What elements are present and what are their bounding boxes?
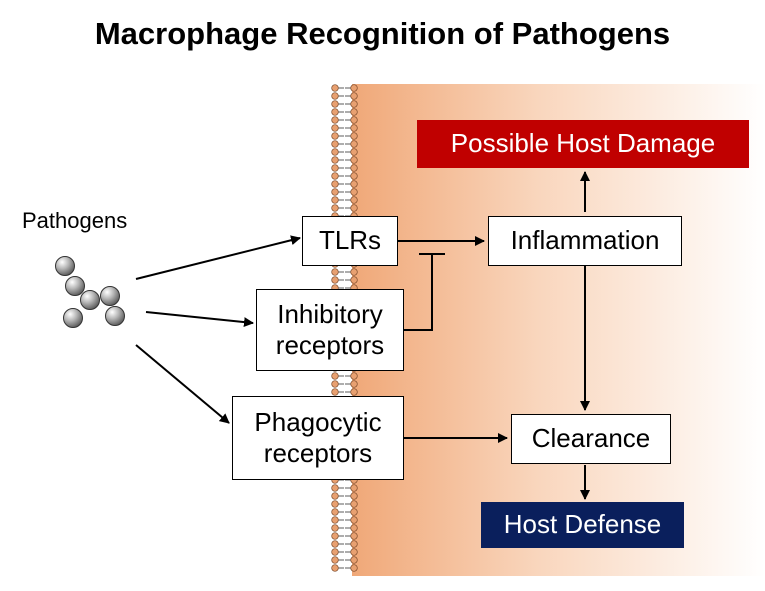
lipid-head — [331, 500, 339, 508]
lipid-head — [331, 268, 339, 276]
inhibition-connector — [404, 254, 433, 331]
arrow-pathogens-to-tlrs — [135, 235, 301, 280]
lipid-head — [350, 500, 358, 508]
lipid-head — [350, 180, 358, 188]
lipid-head — [350, 196, 358, 204]
pathogen — [63, 308, 83, 328]
pathogen-cluster — [55, 256, 125, 328]
lipid-head — [350, 108, 358, 116]
lipid-head — [331, 92, 339, 100]
pathogen — [80, 290, 100, 310]
arrow-pathogens-to-phagocytic — [135, 344, 230, 424]
pathogen — [100, 286, 120, 306]
pathogen — [65, 276, 85, 296]
lipid-head — [331, 532, 339, 540]
lipid-head — [350, 204, 358, 212]
lipid-head — [331, 540, 339, 548]
lipid-head — [350, 116, 358, 124]
lipid-head — [350, 380, 358, 388]
lipid-head — [350, 156, 358, 164]
lipid-head — [350, 92, 358, 100]
inflammation-label: Inflammation — [510, 225, 660, 256]
lipid-head — [350, 540, 358, 548]
diagram-title: Macrophage Recognition of Pathogens — [94, 16, 671, 51]
lipid-head — [331, 556, 339, 564]
pathogens-label: Pathogens — [22, 208, 128, 233]
phagocytic-label-line1: Phagocytic — [254, 406, 382, 437]
lipid-head — [350, 140, 358, 148]
lipid-head — [331, 524, 339, 532]
pathogen — [55, 256, 75, 276]
lipid-head — [331, 508, 339, 516]
possible-host-damage-box: Possible Host Damage — [417, 120, 749, 168]
lipid-head — [331, 108, 339, 116]
tlrs-label: TLRs — [318, 225, 382, 256]
lipid-head — [350, 532, 358, 540]
phagocytic-label-line2: receptors — [263, 438, 373, 468]
lipid-head — [331, 204, 339, 212]
lipid-head — [331, 84, 339, 92]
lipid-head — [331, 276, 339, 284]
lipid-head — [350, 548, 358, 556]
lipid-head — [350, 132, 358, 140]
lipid-head — [350, 556, 358, 564]
lipid-head — [350, 492, 358, 500]
lipid-head — [350, 524, 358, 532]
inhibitory-label-line1: Inhibitory — [277, 298, 383, 329]
arrow-pathogens-to-inhibitory — [145, 311, 254, 328]
possible-host-damage-label: Possible Host Damage — [450, 128, 716, 159]
lipid-head — [331, 548, 339, 556]
inhibitory-label-line2: receptors — [275, 330, 385, 360]
lipid-head — [350, 124, 358, 132]
lipid-head — [331, 388, 339, 396]
clearance-label: Clearance — [531, 423, 651, 454]
lipid-head — [331, 484, 339, 492]
clearance-box: Clearance — [511, 414, 671, 464]
lipid-head — [331, 132, 339, 140]
lipid-head — [331, 180, 339, 188]
lipid-head — [331, 156, 339, 164]
lipid-head — [331, 492, 339, 500]
lipid-head — [350, 564, 358, 572]
lipid-head — [350, 164, 358, 172]
inhibitory-receptors-box: Inhibitory receptors — [256, 289, 404, 371]
lipid-head — [331, 196, 339, 204]
lipid-head — [350, 516, 358, 524]
lipid-head — [350, 172, 358, 180]
inflammation-box: Inflammation — [488, 216, 682, 266]
lipid-head — [350, 372, 358, 380]
lipid-head — [331, 140, 339, 148]
lipid-head — [331, 148, 339, 156]
pathogen — [105, 306, 125, 326]
lipid-head — [331, 116, 339, 124]
phagocytic-receptors-box: Phagocytic receptors — [232, 396, 404, 480]
lipid-head — [331, 124, 339, 132]
lipid-head — [350, 148, 358, 156]
lipid-head — [350, 100, 358, 108]
lipid-head — [331, 100, 339, 108]
lipid-head — [350, 84, 358, 92]
lipid-head — [350, 268, 358, 276]
lipid-head — [350, 276, 358, 284]
lipid-head — [331, 172, 339, 180]
tlrs-box: TLRs — [302, 216, 398, 266]
lipid-head — [350, 388, 358, 396]
lipid-head — [331, 516, 339, 524]
lipid-head — [331, 380, 339, 388]
lipid-head — [350, 484, 358, 492]
lipid-head — [331, 564, 339, 572]
lipid-head — [350, 508, 358, 516]
lipid-head — [331, 188, 339, 196]
host-defense-label: Host Defense — [503, 509, 662, 540]
lipid-head — [331, 372, 339, 380]
lipid-head — [331, 164, 339, 172]
lipid-head — [350, 188, 358, 196]
host-defense-box: Host Defense — [481, 502, 684, 548]
